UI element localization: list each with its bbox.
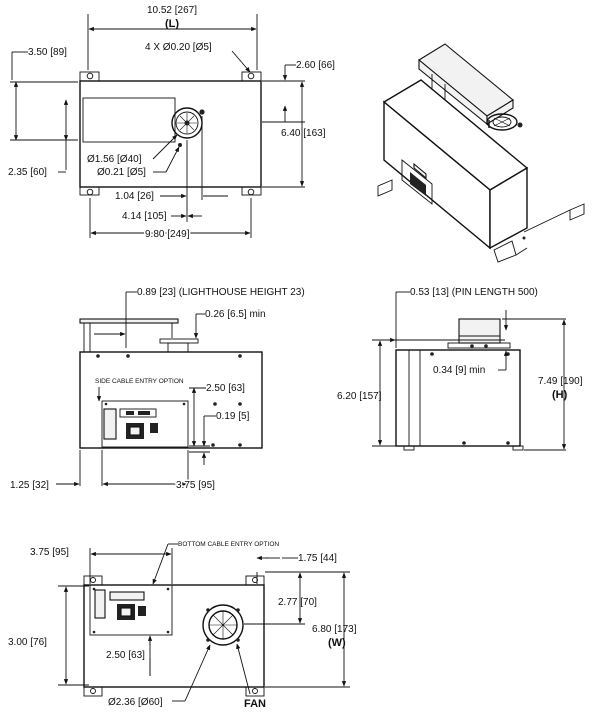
- min-clear-label: 0.34 [9] min: [433, 365, 485, 376]
- left-margin-label: 1.25 [32]: [10, 480, 49, 491]
- entry-width-label: 3.75 [95]: [176, 480, 215, 491]
- entry-h-label: 2.50 [63]: [106, 650, 145, 661]
- iso-fan-icon: [486, 113, 518, 131]
- overall-length-label: 10.52 [267]: [147, 5, 197, 16]
- right-offset-label: 1.75 [44]: [298, 553, 337, 564]
- fan-diameter-label: Ø1.56 [Ø40]: [87, 154, 142, 165]
- fan-height-label: 2.77 [70]: [278, 597, 317, 608]
- mount-hole: [86, 72, 94, 80]
- width-label: 6.80 [173]: [312, 624, 357, 635]
- pin-length-label: 0.53 [13] (PIN LENGTH 500): [410, 287, 538, 298]
- fan-offset-a-label: 1.04 [26]: [115, 191, 154, 202]
- top-view-foot: [79, 186, 100, 196]
- top-view-foot: [241, 71, 262, 82]
- side-view: 0.53 [13] (PIN LENGTH 500) 6.20 [157] 0.…: [337, 287, 583, 451]
- fan-icon: [175, 111, 199, 135]
- height-symbol: (H): [552, 389, 568, 401]
- top-view-foot: [79, 71, 100, 82]
- pin-diameter-label: Ø0.21 [Ø5]: [97, 167, 146, 178]
- bottom-view: 3.75 [95] BOTTOM CABLE ENTRY OPTION 1.75…: [8, 541, 357, 710]
- entry-height-label: 2.50 [63]: [206, 383, 245, 394]
- top-view-foot: [241, 186, 262, 196]
- lighthouse-outline: [82, 97, 176, 143]
- top-view-body: [79, 80, 262, 188]
- side-view-body: [395, 349, 521, 447]
- holes-label: 4 X Ø0.20 [Ø5]: [145, 42, 212, 53]
- front-view: 0.89 [23] (LIGHTHOUSE HEIGHT 23) 0.26 [6…: [10, 287, 305, 493]
- top-view: 10.52 [267] (L) 3.50 [89] 4 X Ø0.20 [Ø5]…: [8, 5, 335, 242]
- base-length-label: 9.80 [249]: [145, 229, 190, 240]
- isometric-view: [377, 43, 585, 263]
- side-entry-label: SIDE CABLE ENTRY OPTION: [95, 378, 184, 385]
- lighthouse-label: 0.89 [23] (LIGHTHOUSE HEIGHT 23): [137, 287, 305, 298]
- left-height-label: 3.00 [76]: [8, 637, 47, 648]
- bottom-entry-label: BOTTOM CABLE ENTRY OPTION: [178, 541, 279, 548]
- fan-label: FAN: [244, 698, 266, 710]
- fan-diameter-label: Ø2.36 [Ø60]: [108, 697, 163, 708]
- total-height-label: 7.49 [190]: [538, 376, 583, 387]
- entry-offset-label: 3.75 [95]: [30, 547, 69, 558]
- mount-hole: [247, 72, 255, 80]
- entry-bottom-label: 0.19 [5]: [216, 411, 250, 422]
- bottom-offset-label: 2.35 [60]: [8, 167, 47, 178]
- clearance-label: 0.26 [6.5] min: [205, 309, 266, 320]
- bottom-view-body: [83, 584, 265, 688]
- fan-offset-b-label: 4.14 [105]: [122, 211, 167, 222]
- right-offset-label: 2.60 [66]: [296, 60, 335, 71]
- bottom-fan-icon: [202, 604, 244, 646]
- left-offset-label: 3.50 [89]: [28, 47, 67, 58]
- pin-icon: [199, 109, 205, 115]
- mount-hole: [247, 188, 255, 196]
- length-symbol: (L): [165, 18, 179, 30]
- body-height-label: 6.20 [157]: [337, 391, 382, 402]
- width-symbol: (W): [328, 637, 346, 649]
- mount-hole: [86, 188, 94, 196]
- height-label: 6.40 [163]: [281, 128, 326, 139]
